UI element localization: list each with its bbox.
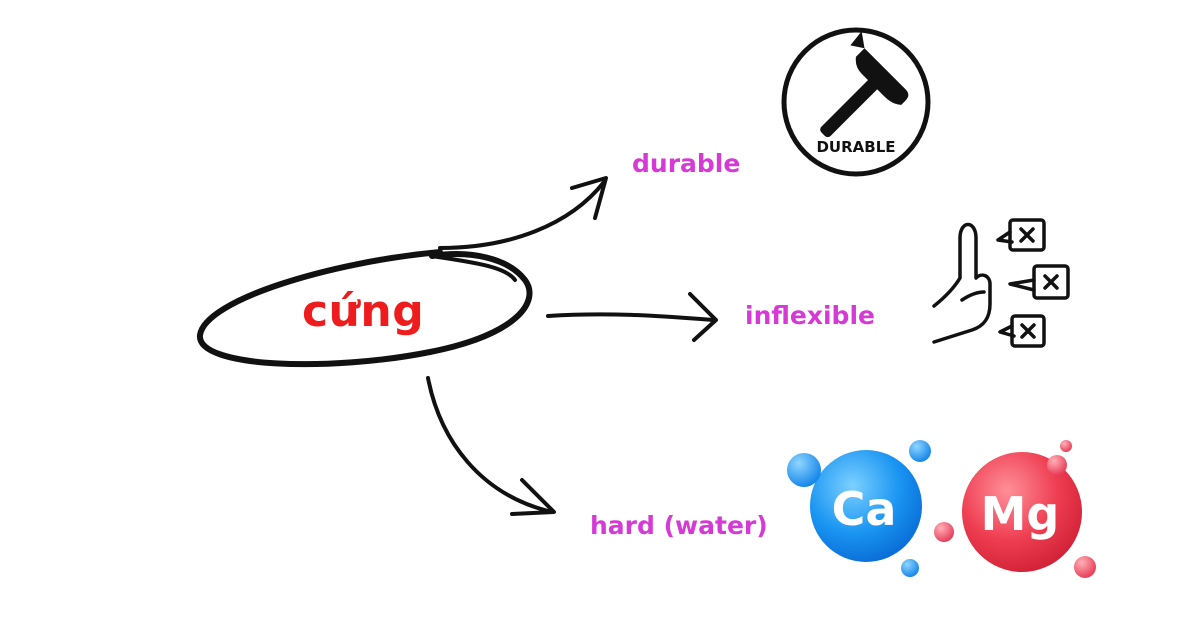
meaning-hard-water-label: hard (water)	[590, 511, 768, 540]
calcium-ion: Ca	[787, 440, 931, 577]
durable-badge-text: DURABLE	[816, 138, 895, 156]
raised-hand-reject-icon	[932, 218, 1070, 348]
meaning-inflexible-label: inflexible	[745, 301, 875, 330]
arrow-to-hard	[426, 376, 556, 516]
center-ellipse	[197, 249, 533, 368]
hammer-durable-icon: DURABLE	[781, 27, 931, 177]
arrow-to-durable	[438, 176, 608, 250]
calcium-magnesium-ions-icon: Ca Mg	[787, 440, 1096, 578]
magnesium-label: Mg	[981, 487, 1060, 541]
meaning-durable-label: durable	[632, 149, 741, 178]
calcium-label: Ca	[832, 482, 897, 536]
center-word: cứng	[302, 286, 425, 337]
magnesium-ion: Mg	[934, 440, 1096, 578]
arrow-to-inflexible	[546, 292, 718, 342]
